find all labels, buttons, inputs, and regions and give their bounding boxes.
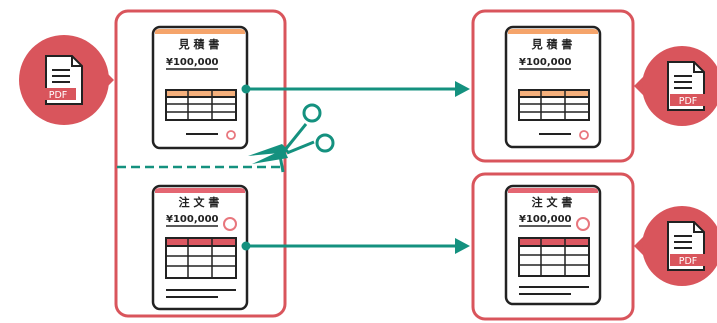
stamp-circle [576,217,590,231]
estimate-document: 見 積 書 ¥100,000 [151,25,249,150]
stamp-circle [223,217,237,231]
order-document: 注 文 書 ¥100,000 [151,184,249,311]
document-table [165,237,237,279]
pdf-file-icon: PDF [667,61,706,111]
pdf-label: PDF [679,96,698,107]
document-title: 注 文 書 [532,195,573,209]
order-document-split: 注 文 書 ¥100,000 [504,184,602,306]
stamp-circle [579,130,589,140]
document-title: 見 積 書 [531,37,573,51]
arrow-right-icon [241,238,470,254]
document-amount: ¥100,000 [519,214,572,225]
document-amount: ¥100,000 [166,57,219,68]
document-table [165,89,237,121]
estimate-document-split: 見 積 書 ¥100,000 [504,25,602,149]
document-table [518,89,590,121]
pdf-label: PDF [49,90,68,101]
pdf-badge-left: PDF [19,35,114,125]
document-table [518,237,590,277]
pdf-label: PDF [679,256,698,267]
document-amount: ¥100,000 [166,214,219,225]
arrow-right-icon [241,81,470,97]
document-amount: ¥100,000 [519,57,572,68]
pdf-file-icon: PDF [667,221,706,271]
pdf-file-icon: PDF [40,55,83,105]
pdf-badge-right-top: PDF [634,46,717,126]
scissors-icon [248,103,335,173]
stamp-circle [226,130,236,140]
document-title: 注 文 書 [179,195,220,209]
pdf-badge-right-bottom: PDF [634,206,717,286]
document-title: 見 積 書 [178,37,220,51]
